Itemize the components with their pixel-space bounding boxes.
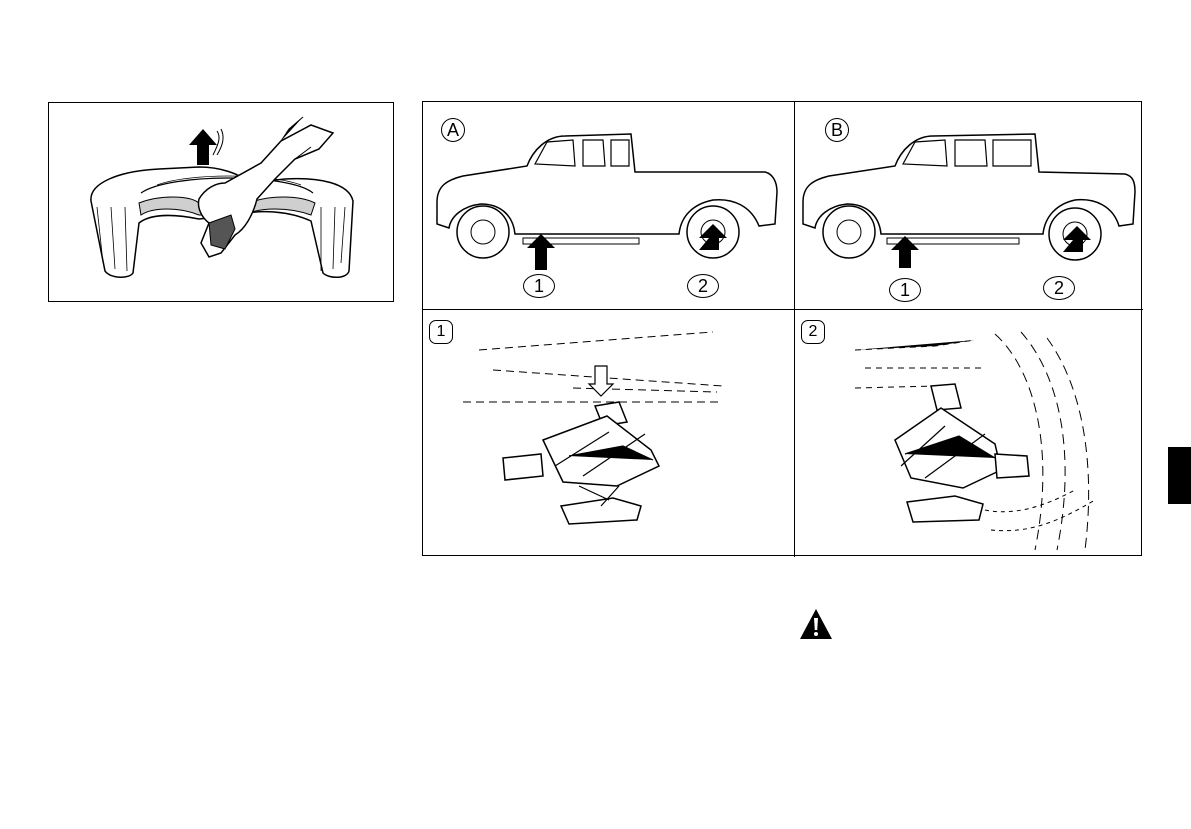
point-2-label-b: 2 xyxy=(1043,276,1075,300)
point-1-label-b: 1 xyxy=(889,278,921,302)
point-1-label-a: 1 xyxy=(523,274,555,298)
jack-points-figure: A 1 2 B 1 2 xyxy=(422,101,1142,556)
warning-triangle-icon xyxy=(798,607,834,641)
tire-valve-figure xyxy=(48,102,394,302)
section-tab xyxy=(1168,447,1191,504)
detail-2: 2 xyxy=(795,310,1143,557)
panel-a: A 1 2 xyxy=(423,102,794,309)
tire-valve-illustration xyxy=(49,103,395,303)
panel-b: B 1 2 xyxy=(795,102,1143,309)
point-2-label-a: 2 xyxy=(687,274,719,298)
jack-detail-2 xyxy=(795,310,1143,557)
truck-side-view-a xyxy=(423,102,794,309)
detail-1: 1 xyxy=(423,310,794,557)
jack-detail-1 xyxy=(423,310,794,557)
truck-side-view-b xyxy=(795,102,1143,309)
